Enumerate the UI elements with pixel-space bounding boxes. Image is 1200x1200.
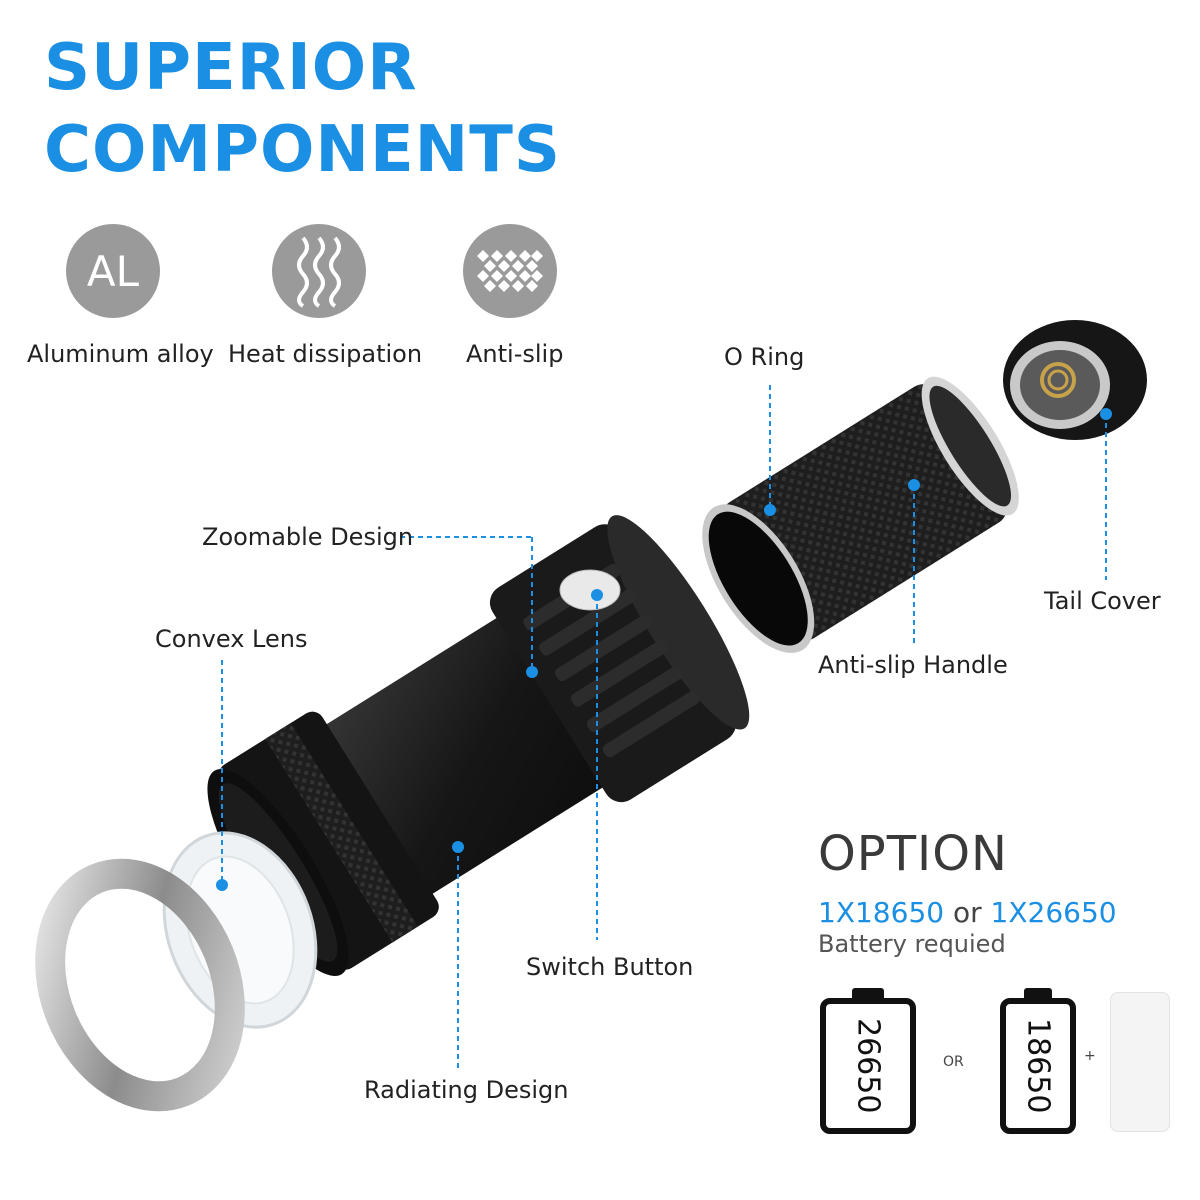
battery-option-a: 1X18650 bbox=[818, 896, 945, 929]
feature-label-heat: Heat dissipation bbox=[228, 340, 423, 368]
title-line-2: COMPONENTS bbox=[44, 113, 561, 187]
feature-label-aluminum: Aluminum alloy bbox=[27, 340, 214, 368]
battery-or-text: or bbox=[952, 896, 982, 929]
callout-zoomable-design: Zoomable Design bbox=[202, 523, 414, 551]
callout-convex-lens: Convex Lens bbox=[155, 625, 308, 653]
zoomable-callout-dot bbox=[526, 666, 538, 678]
radiating-callout-dot bbox=[452, 841, 464, 853]
battery-or-small: OR bbox=[943, 1054, 964, 1070]
callout-anti-slip-handle: Anti-slip Handle bbox=[818, 651, 1008, 679]
battery-18650-label: 18650 bbox=[1020, 1018, 1056, 1114]
al-text-icon: AL bbox=[66, 224, 160, 318]
battery-required-text: Battery requied bbox=[818, 930, 1006, 958]
bezel-ring-shape bbox=[35, 858, 245, 1112]
feature-label-anti-slip: Anti-slip bbox=[466, 340, 564, 368]
al-icon-text: AL bbox=[86, 246, 140, 296]
title-line-1: SUPERIOR bbox=[44, 31, 418, 105]
callout-radiating-design: Radiating Design bbox=[364, 1076, 569, 1104]
battery-18650-icon: 18650 bbox=[1000, 988, 1076, 1134]
o-ring-callout-dot bbox=[764, 504, 776, 516]
tail-cover-callout-dot bbox=[1100, 408, 1112, 420]
battery-26650-label: 26650 bbox=[850, 1018, 886, 1114]
callout-switch-button: Switch Button bbox=[526, 953, 694, 981]
anti-slip-handle-callout-dot bbox=[908, 479, 920, 491]
callout-tail-cover: Tail Cover bbox=[1044, 587, 1161, 615]
option-title: OPTION bbox=[818, 826, 1008, 882]
convex-lens-callout-dot bbox=[216, 879, 228, 891]
anti-slip-pattern-icon bbox=[463, 224, 557, 318]
battery-option-b: 1X26650 bbox=[990, 896, 1117, 929]
callout-o-ring: O Ring bbox=[724, 343, 805, 371]
battery-plus-sign: + bbox=[1084, 1048, 1096, 1064]
flashlight-handle bbox=[702, 376, 1019, 653]
tail-cover-shape bbox=[1003, 320, 1147, 440]
switch-button-callout-dot bbox=[591, 589, 603, 601]
battery-sleeve-icon bbox=[1110, 992, 1170, 1132]
battery-options-line: 1X18650 or 1X26650 bbox=[818, 896, 1117, 929]
heat-waves-icon bbox=[272, 224, 366, 318]
battery-26650-icon: 26650 bbox=[820, 988, 916, 1134]
